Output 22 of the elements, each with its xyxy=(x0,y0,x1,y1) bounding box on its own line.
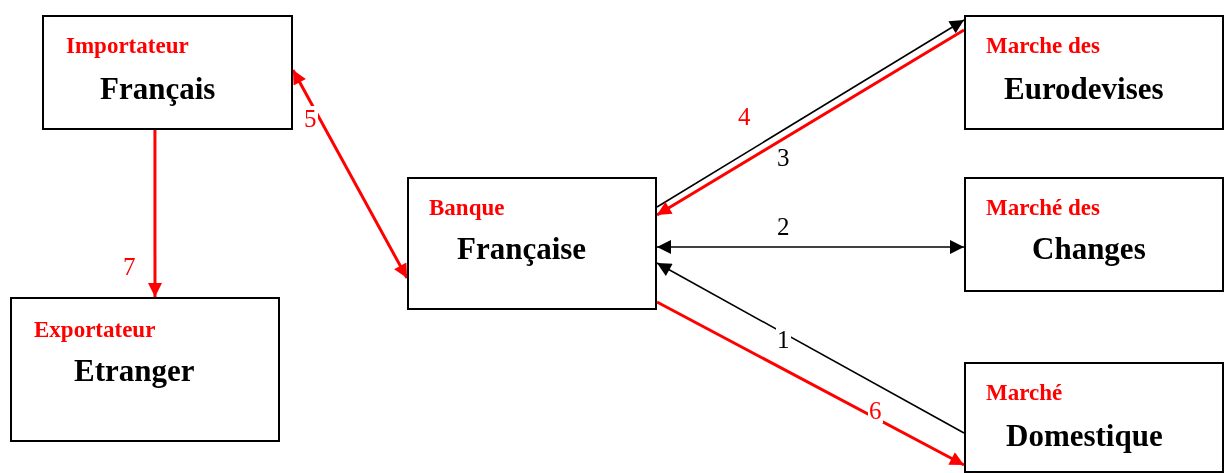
box-title: Française xyxy=(457,231,587,267)
arrow xyxy=(656,300,965,467)
box-title: Français xyxy=(100,71,216,107)
arrow xyxy=(656,262,965,434)
box-heading: Exportateur xyxy=(34,317,156,343)
box-title: Domestique xyxy=(1006,418,1163,454)
box-heading: Marché xyxy=(986,380,1063,406)
process-box xyxy=(42,15,293,130)
box-heading: Importateur xyxy=(66,33,189,59)
arrow xyxy=(148,130,162,297)
box-title: Eurodevises xyxy=(1004,71,1164,107)
box-heading: Marche des xyxy=(986,33,1100,59)
box-heading: Banque xyxy=(429,195,505,221)
arrow xyxy=(656,239,965,255)
process-box xyxy=(407,177,657,310)
process-box xyxy=(964,362,1224,473)
box-title: Changes xyxy=(1032,231,1146,267)
process-box xyxy=(10,297,280,442)
process-box xyxy=(964,177,1224,292)
box-heading: Marché des xyxy=(986,195,1100,221)
process-box xyxy=(964,15,1224,130)
box-title: Etranger xyxy=(74,353,195,389)
